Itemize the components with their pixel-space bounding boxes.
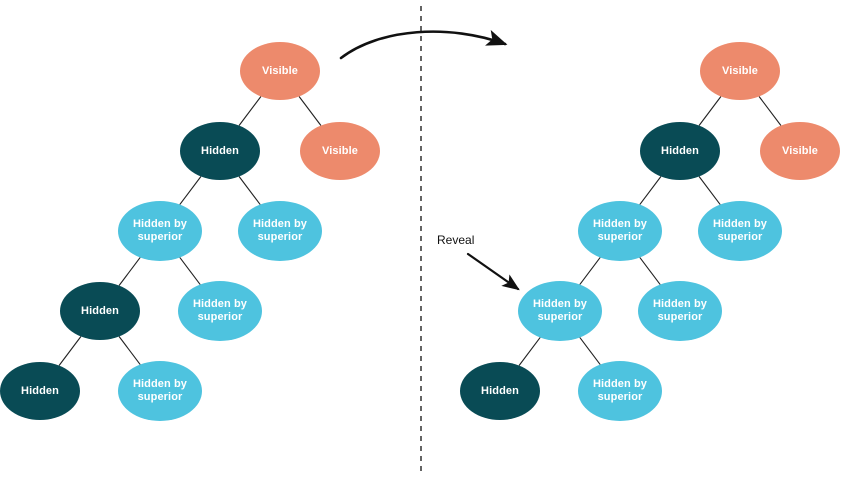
reveal-arrow-icon bbox=[466, 252, 520, 291]
node-label: Visible bbox=[722, 64, 758, 77]
left-tree-edge bbox=[298, 96, 322, 126]
right-tree-edge bbox=[698, 96, 722, 126]
left-tree-edge bbox=[179, 257, 201, 285]
right-tree-edge bbox=[639, 257, 661, 285]
node-label: Hidden by superior bbox=[592, 218, 648, 243]
left-tree-edge bbox=[179, 176, 202, 205]
transform-arrow-icon bbox=[339, 29, 508, 60]
left-tree-node-hidden-by-superior[interactable]: Hidden by superior bbox=[178, 281, 262, 341]
right-tree-node-hidden-by-superior[interactable]: Hidden by superior bbox=[518, 281, 602, 341]
node-label: Hidden bbox=[481, 384, 519, 397]
right-tree-node-visible[interactable]: Visible bbox=[700, 42, 780, 100]
right-tree-edge bbox=[579, 337, 601, 365]
node-label: Hidden bbox=[201, 144, 239, 157]
node-label: Visible bbox=[782, 144, 818, 157]
node-label: Hidden by superior bbox=[592, 378, 648, 403]
right-tree-node-visible[interactable]: Visible bbox=[760, 122, 840, 180]
left-tree-node-hidden[interactable]: Hidden bbox=[0, 362, 80, 420]
left-tree-node-hidden[interactable]: Hidden bbox=[60, 282, 140, 340]
node-label: Visible bbox=[262, 64, 298, 77]
left-tree-edge bbox=[238, 176, 261, 205]
node-label: Hidden by superior bbox=[192, 298, 248, 323]
left-tree-node-hidden-by-superior[interactable]: Hidden by superior bbox=[238, 201, 322, 261]
right-tree-edge bbox=[698, 176, 721, 205]
right-tree-edge bbox=[758, 96, 782, 126]
left-tree-node-hidden-by-superior[interactable]: Hidden by superior bbox=[118, 361, 202, 421]
node-label: Hidden by superior bbox=[132, 378, 188, 403]
right-tree-node-hidden[interactable]: Hidden bbox=[640, 122, 720, 180]
left-tree-node-hidden[interactable]: Hidden bbox=[180, 122, 260, 180]
right-tree-edge bbox=[579, 257, 601, 285]
reveal-annotation-label: Reveal bbox=[437, 233, 475, 247]
left-tree-edge bbox=[58, 336, 82, 366]
left-tree-edge bbox=[118, 336, 141, 365]
right-tree-edge bbox=[639, 176, 662, 205]
left-tree-edge bbox=[238, 96, 262, 126]
right-tree-node-hidden-by-superior[interactable]: Hidden by superior bbox=[578, 361, 662, 421]
node-label: Hidden bbox=[661, 144, 699, 157]
left-tree-edge bbox=[118, 257, 141, 286]
node-label: Hidden by superior bbox=[712, 218, 768, 243]
node-label: Hidden by superior bbox=[252, 218, 308, 243]
node-label: Visible bbox=[322, 144, 358, 157]
left-tree-node-visible[interactable]: Visible bbox=[240, 42, 320, 100]
node-label: Hidden by superior bbox=[532, 298, 588, 323]
right-tree-node-hidden-by-superior[interactable]: Hidden by superior bbox=[638, 281, 722, 341]
right-tree-edge bbox=[518, 337, 541, 366]
node-label: Hidden by superior bbox=[132, 218, 188, 243]
right-tree-node-hidden[interactable]: Hidden bbox=[460, 362, 540, 420]
right-tree-node-hidden-by-superior[interactable]: Hidden by superior bbox=[698, 201, 782, 261]
left-tree-node-hidden-by-superior[interactable]: Hidden by superior bbox=[118, 201, 202, 261]
node-label: Hidden by superior bbox=[652, 298, 708, 323]
left-tree-node-visible[interactable]: Visible bbox=[300, 122, 380, 180]
node-label: Hidden bbox=[21, 384, 59, 397]
node-label: Hidden bbox=[81, 304, 119, 317]
right-tree-node-hidden-by-superior[interactable]: Hidden by superior bbox=[578, 201, 662, 261]
